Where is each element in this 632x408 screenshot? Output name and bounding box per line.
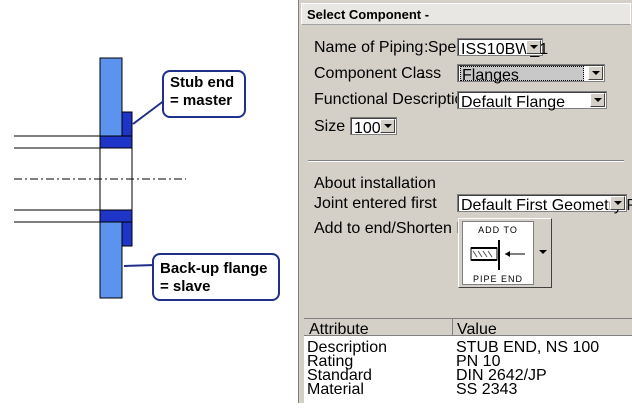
- size-value: 100: [354, 120, 381, 137]
- functional-description-select[interactable]: Default Flange: [457, 91, 607, 111]
- value-cell: STUB END, NS 100: [456, 339, 600, 356]
- functional-description-label: Functional Description: [314, 91, 473, 108]
- backup-flange-upper: [99, 57, 123, 139]
- piping-spec-label: Name of Piping Spec: [314, 39, 465, 56]
- size-dropdown-icon[interactable]: [380, 119, 395, 133]
- attribute-cell: Standard: [307, 367, 372, 384]
- pipe-end-text: PIPE END: [472, 274, 523, 284]
- attribute-table-header: Attribute Value: [304, 319, 632, 338]
- functional-description-value: Default Flange: [461, 94, 566, 111]
- flange-diagram: Stub end = master Back-up flange = slave: [0, 0, 298, 403]
- value-cell: PN 10: [456, 353, 501, 370]
- add-to-pipe-end-button[interactable]: ADD TO PIPE END: [458, 218, 552, 288]
- dialog-titlebar[interactable]: Select Component -: [301, 3, 631, 25]
- callout-stub-end-line1: Stub end: [170, 74, 235, 91]
- backup-flange-lower: [99, 217, 123, 299]
- dialog-title: Select Component -: [307, 7, 430, 22]
- piping-spec-colon: :: [424, 39, 429, 56]
- add-to-end-label: Add to end/Shorten Pipe:: [314, 220, 493, 237]
- callout-backup-flange: Back-up flange = slave: [152, 253, 280, 301]
- table-row[interactable]: Material SS 2343: [304, 381, 632, 398]
- stub-end-lip-lower: [99, 209, 133, 223]
- value-cell: DIN 2642/JP: [456, 367, 547, 384]
- attribute-cell: Rating: [307, 353, 354, 370]
- attribute-cell: Description: [307, 339, 388, 356]
- attribute-cell: Material: [307, 381, 364, 398]
- component-class-value: Flanges: [460, 66, 584, 84]
- table-row[interactable]: Standard DIN 2642/JP: [304, 367, 632, 384]
- table-row[interactable]: Description STUB END, NS 100: [304, 339, 632, 356]
- callout-stub-end: Stub end = master: [162, 70, 246, 118]
- add-to-pipe-end-dropdown-icon[interactable]: [539, 250, 547, 254]
- component-class-colon: :: [420, 65, 425, 82]
- joint-entered-first-select[interactable]: Default First Geometry Point: [457, 194, 632, 214]
- functional-description-dropdown-icon[interactable]: [590, 93, 605, 107]
- table-row[interactable]: Rating PN 10: [304, 353, 632, 370]
- callout-backup-flange-line2: = slave: [160, 278, 211, 295]
- value-cell: SS 2343: [456, 381, 518, 398]
- component-class-dropdown-icon[interactable]: [588, 66, 603, 80]
- joint-entered-first-value: Default First Geometry Point: [461, 197, 632, 214]
- flange-drawing: [14, 57, 186, 299]
- size-label: Size :: [314, 118, 355, 135]
- backup-flange-leader: [123, 264, 156, 267]
- pipe-end-icon: [470, 240, 525, 270]
- attribute-table: Attribute Value Description STUB END, NS…: [304, 318, 632, 404]
- callout-backup-flange-line1: Back-up flange: [160, 260, 268, 277]
- functional-description-colon: :: [422, 91, 427, 108]
- size-select[interactable]: 100: [350, 117, 397, 137]
- add-to-text: ADD TO: [478, 225, 518, 235]
- piping-spec-dropdown-icon[interactable]: [526, 40, 541, 54]
- callout-stub-end-line2: = master: [170, 92, 233, 109]
- attribute-column-header[interactable]: Attribute: [309, 321, 369, 338]
- value-column-header[interactable]: Value: [457, 321, 497, 338]
- component-class-label: Component Class: [314, 65, 442, 82]
- separator: [308, 160, 624, 162]
- piping-spec-select[interactable]: ISS10BW_1: [457, 38, 548, 58]
- component-class-select[interactable]: Flanges: [457, 64, 605, 84]
- joint-entered-first-dropdown-icon[interactable]: [610, 196, 625, 210]
- stub-end-leader: [132, 99, 166, 125]
- joint-entered-first-label: Joint entered first: [314, 195, 437, 212]
- add-to-pipe-end-image: ADD TO PIPE END: [462, 221, 534, 285]
- about-installation-label: About installation: [314, 175, 436, 192]
- stub-end-lip-upper: [99, 135, 133, 149]
